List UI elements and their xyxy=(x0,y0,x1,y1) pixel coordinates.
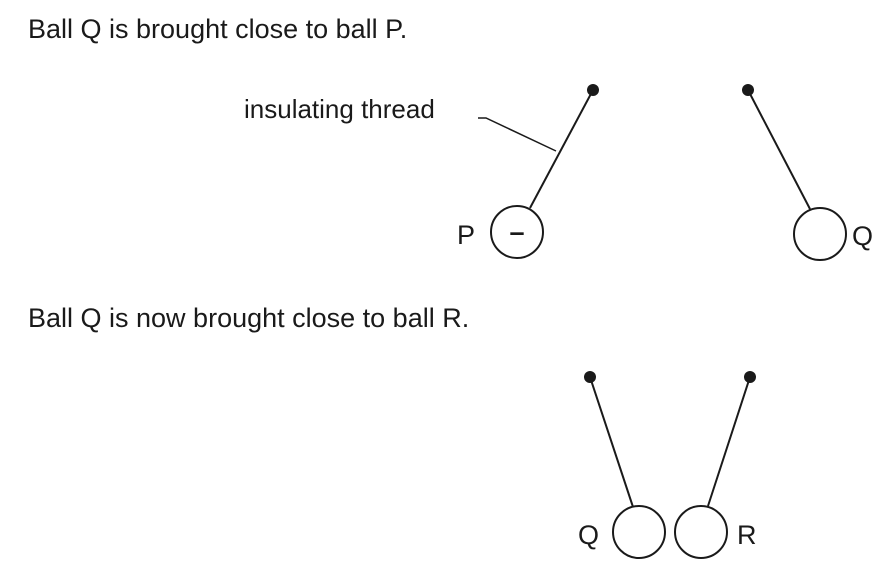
sentence-ball-q-near-p: Ball Q is brought close to ball P. xyxy=(28,14,408,44)
diagram-1: insulating thread – P Q xyxy=(244,84,873,261)
sentence-ball-q-near-r: Ball Q is now brought close to ball R. xyxy=(28,303,470,333)
thread-p xyxy=(529,89,594,209)
ball-p xyxy=(490,205,544,259)
insulating-thread-label: insulating thread xyxy=(244,94,435,124)
ball-q-2-label: Q xyxy=(578,520,599,550)
thread-leader-line xyxy=(478,117,557,152)
thread-q-2 xyxy=(589,376,634,508)
ball-r-label: R xyxy=(737,520,757,550)
ball-r xyxy=(674,505,728,559)
ball-q-2 xyxy=(612,505,666,559)
ball-p-charge-sign: – xyxy=(509,217,524,247)
thread-r xyxy=(707,376,751,507)
thread-q xyxy=(747,89,811,210)
diagram-2: Q R xyxy=(578,371,757,559)
ball-q-label: Q xyxy=(852,221,873,251)
ball-p-label: P xyxy=(457,220,475,250)
ball-q xyxy=(793,207,847,261)
